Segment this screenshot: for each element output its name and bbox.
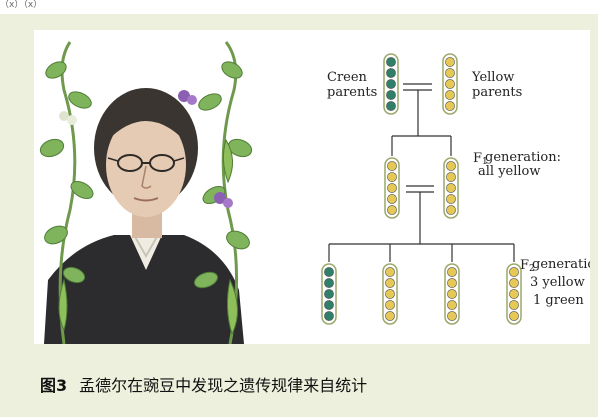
pea bbox=[447, 300, 456, 309]
pea bbox=[386, 68, 395, 77]
f1-pod-left bbox=[385, 158, 399, 218]
pea bbox=[387, 183, 396, 192]
pea bbox=[509, 300, 518, 309]
yellow-parent-pod bbox=[443, 54, 457, 114]
figure-caption: 图3 孟德尔在豌豆中发现之遗传规律来自统计 bbox=[40, 372, 367, 396]
pea bbox=[446, 194, 455, 203]
top-strip: （ⅹ）（ⅹ） bbox=[0, 0, 598, 14]
pea bbox=[447, 267, 456, 276]
mendel-portrait bbox=[34, 30, 256, 344]
pea bbox=[386, 90, 395, 99]
cross-symbol-parents bbox=[392, 84, 451, 156]
pea bbox=[446, 172, 455, 181]
pea bbox=[324, 311, 333, 320]
pea-cross-diagram: Creen parents Yellow parents F1 generati… bbox=[256, 30, 590, 344]
f2-pod-yellow-2 bbox=[445, 264, 459, 324]
f2-pod-green bbox=[322, 264, 336, 324]
pea bbox=[447, 289, 456, 298]
pea bbox=[324, 289, 333, 298]
f2-pod-yellow-1 bbox=[383, 264, 397, 324]
pea bbox=[324, 278, 333, 287]
pea bbox=[324, 267, 333, 276]
figure-number: 图3 bbox=[40, 376, 67, 395]
pea bbox=[445, 101, 454, 110]
pea bbox=[387, 172, 396, 181]
pea bbox=[387, 194, 396, 203]
pea bbox=[445, 90, 454, 99]
pea bbox=[386, 57, 395, 66]
pea bbox=[387, 205, 396, 214]
f2-generation-label: F2 generation: 3 yellow 1 green bbox=[520, 257, 590, 308]
pea bbox=[446, 205, 455, 214]
pea bbox=[509, 278, 518, 287]
f1-pod-right bbox=[444, 158, 458, 218]
figure-panel: Creen parents Yellow parents F1 generati… bbox=[34, 30, 590, 344]
pea bbox=[385, 278, 394, 287]
f2-pod-yellow-3 bbox=[507, 264, 521, 324]
pea bbox=[445, 57, 454, 66]
pea bbox=[324, 300, 333, 309]
pea bbox=[385, 289, 394, 298]
pea bbox=[445, 79, 454, 88]
cross-symbol-f1 bbox=[329, 186, 514, 262]
pea bbox=[385, 267, 394, 276]
cut-off-text: （ⅹ）（ⅹ） bbox=[0, 0, 42, 10]
pea bbox=[447, 278, 456, 287]
yellow-parents-label: Yellow parents bbox=[471, 70, 522, 100]
pea bbox=[445, 68, 454, 77]
pea bbox=[386, 79, 395, 88]
caption-text: 孟德尔在豌豆中发现之遗传规律来自统计 bbox=[79, 376, 367, 395]
pea bbox=[509, 289, 518, 298]
pea bbox=[446, 183, 455, 192]
pea bbox=[385, 300, 394, 309]
pea bbox=[446, 161, 455, 170]
pea bbox=[387, 161, 396, 170]
green-parent-pod bbox=[384, 54, 398, 114]
pea bbox=[386, 101, 395, 110]
pea bbox=[509, 311, 518, 320]
f1-generation-label: F1 generation: all yellow bbox=[473, 150, 565, 179]
pea bbox=[447, 311, 456, 320]
pea bbox=[385, 311, 394, 320]
pea bbox=[509, 267, 518, 276]
green-parents-label: Creen parents bbox=[327, 70, 377, 100]
